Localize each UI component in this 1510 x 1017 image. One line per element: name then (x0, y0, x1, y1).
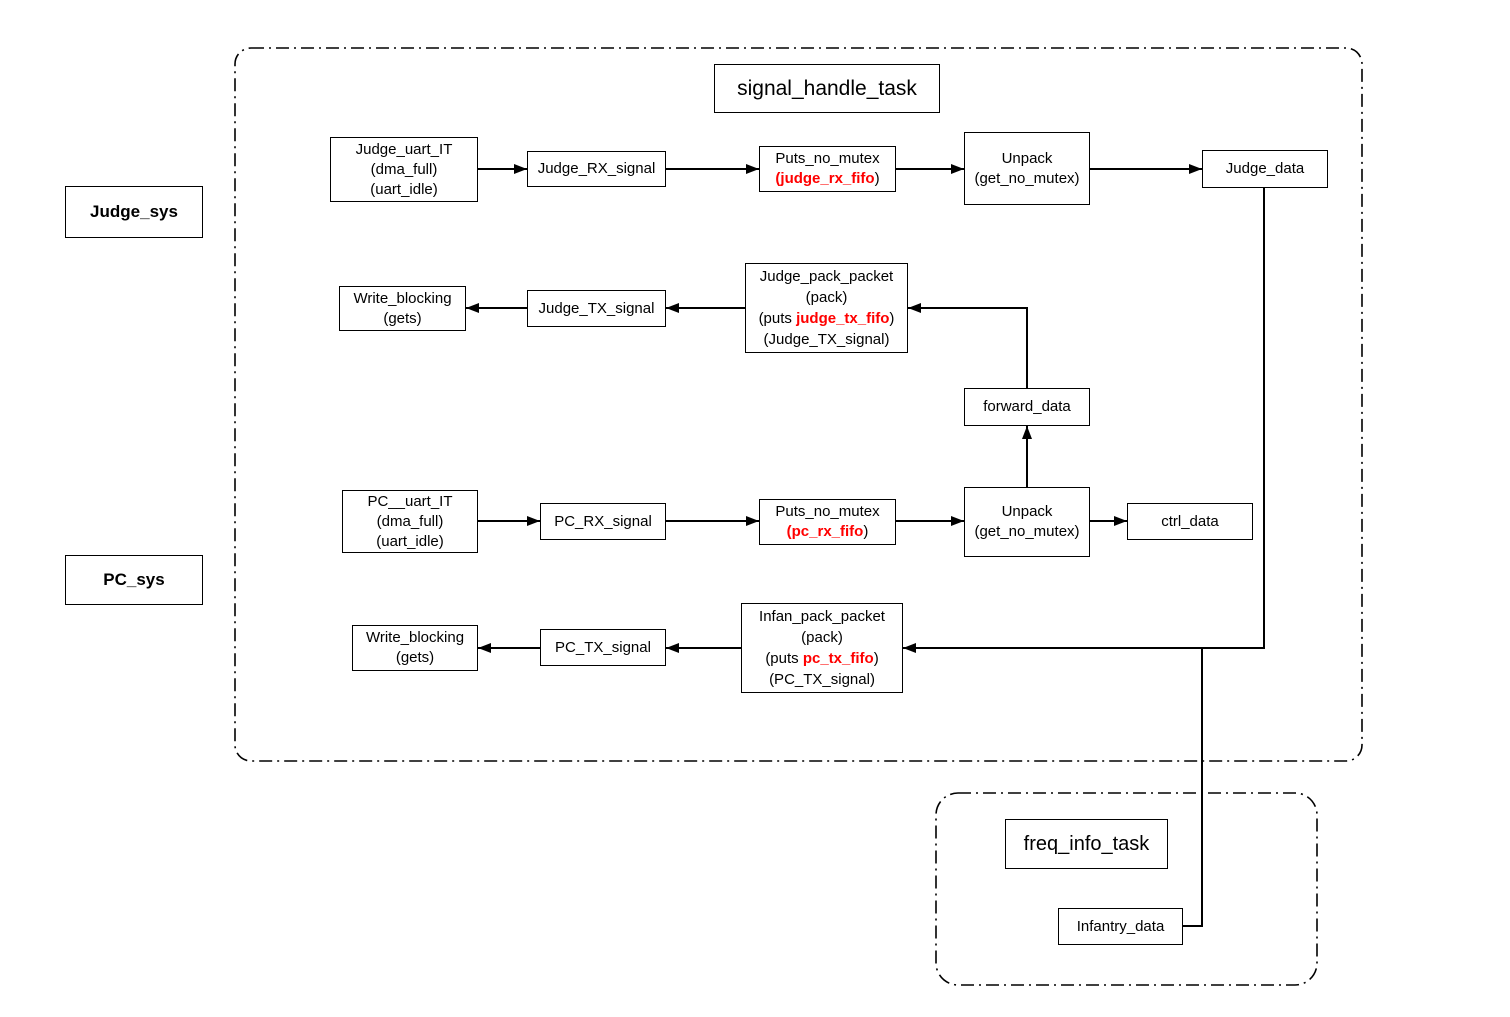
node-unpack-judge: Unpack (get_no_mutex) (964, 132, 1090, 205)
signal-handle-task-title: signal_handle_task (714, 64, 940, 113)
puts-prefix: (puts (758, 310, 797, 327)
node-unpack-pc: Unpack (get_no_mutex) (964, 487, 1090, 557)
node-judge-data: Judge_data (1202, 150, 1328, 188)
node-pc-uart-it: PC__uart_IT (dma_full) (uart_idle) (342, 490, 478, 553)
puts-prefix: (puts (765, 650, 803, 667)
connector-forwarddata-to-packpacket (908, 303, 1028, 388)
node-ctrl-data: ctrl_data (1127, 503, 1253, 540)
freq-info-task-container (935, 792, 1318, 986)
fifo-close-paren: ) (863, 523, 869, 540)
node-pc-rx-signal: PC_RX_signal (540, 503, 666, 540)
freq-info-task-title: freq_info_task (1005, 819, 1168, 869)
pc-rx-fifo-label: pc_rx_fifo (791, 523, 864, 540)
fifo-open-paren: ( (786, 523, 792, 540)
node-write-blocking-pc: Write_blocking (gets) (352, 625, 478, 671)
node-judge-uart-it: Judge_uart_IT (dma_full) (uart_idle) (330, 137, 478, 202)
fifo-open-paren: ( (775, 170, 781, 187)
node-puts-no-mutex-judge: Puts_no_mutex (judge_rx_fifo) (759, 146, 896, 192)
node-write-blocking-judge: Write_blocking (gets) (339, 286, 466, 331)
pc-sys-label: PC_sys (65, 555, 203, 605)
fifo-close-paren: ) (874, 170, 880, 187)
node-infan-pack-packet: Infan_pack_packet (pack) (puts pc_tx_fif… (741, 603, 903, 693)
puts-suffix: ) (889, 310, 895, 327)
node-forward-data: forward_data (964, 388, 1090, 426)
node-judge-tx-signal: Judge_TX_signal (527, 290, 666, 327)
connector-judgedata-to-infanpack (903, 188, 1265, 653)
node-judge-pack-packet: Judge_pack_packet (pack) (puts judge_tx_… (745, 263, 908, 353)
judge-sys-label: Judge_sys (65, 186, 203, 238)
pc-tx-fifo-label: pc_tx_fifo (802, 650, 874, 667)
connector-infantrydata-branch (1183, 648, 1203, 927)
puts-suffix: ) (873, 650, 879, 667)
node-infantry-data: Infantry_data (1058, 908, 1183, 945)
judge-rx-fifo-label: judge_rx_fifo (780, 170, 875, 187)
signal-handle-task-container (234, 47, 1363, 762)
node-puts-no-mutex-pc: Puts_no_mutex (pc_rx_fifo) (759, 499, 896, 545)
node-judge-rx-signal: Judge_RX_signal (527, 151, 666, 187)
node-pc-tx-signal: PC_TX_signal (540, 629, 666, 666)
judge-tx-fifo-label: judge_tx_fifo (796, 310, 890, 327)
